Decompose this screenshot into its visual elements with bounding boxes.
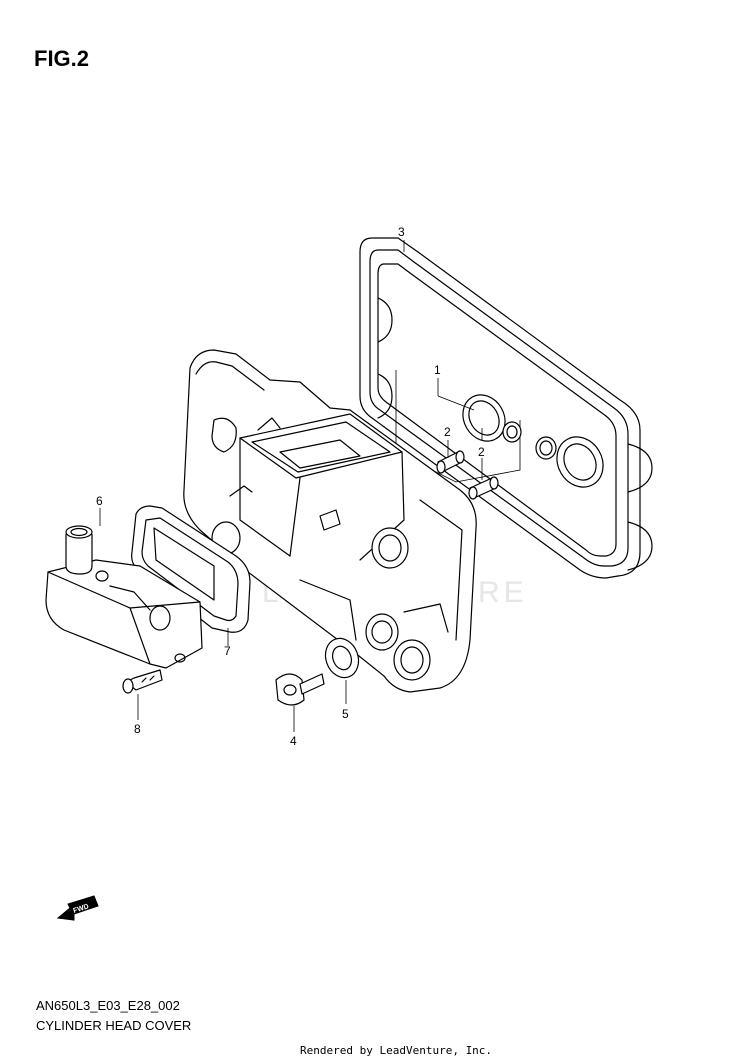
bolt-breather-cover[interactable] [122,669,163,694]
dowel-pin-right[interactable] [468,476,499,500]
callout-5: 5 [342,707,349,721]
fwd-label: FWD [72,903,89,915]
callout-8: 8 [134,722,141,736]
callout-1: 1 [434,363,441,377]
diagram-name: CYLINDER HEAD COVER [36,1018,192,1033]
cylinder-head-cover[interactable] [183,349,477,693]
cover-bolt[interactable] [275,673,325,706]
cover-bolt-washer[interactable] [320,634,364,683]
diagram-code: AN650L3_E03_E28_002 [36,998,180,1013]
callout-6: 6 [96,494,103,508]
leader-lines [99,240,483,732]
plug-hole-seal-set[interactable] [395,370,612,496]
callout-2-left: 2 [444,425,451,439]
figure-title: FIG.2 [34,46,90,71]
callout-3: 3 [398,225,405,239]
callout-2-right: 2 [478,445,485,459]
render-credit: Rendered by LeadVenture, Inc. [300,1044,493,1057]
callout-4: 4 [290,734,297,748]
breather-cover[interactable] [45,525,203,669]
dowel-pin-left[interactable] [436,450,465,474]
fwd-arrow-icon: FWD [56,895,99,921]
breather-cover-gasket[interactable] [131,505,251,633]
callout-7: 7 [224,644,231,658]
